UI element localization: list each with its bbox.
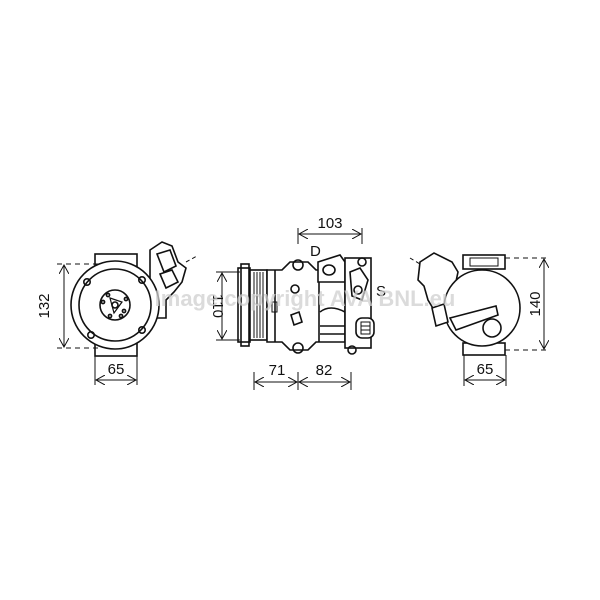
rear-view <box>409 252 521 356</box>
dim-rear-width: 65 <box>477 361 494 378</box>
front-dim-132 <box>57 263 100 349</box>
front-dim-65 <box>94 356 138 385</box>
dim-side-right: 82 <box>316 362 333 379</box>
dim-side-height: 110 <box>209 294 226 318</box>
dim-rear-height: 140 <box>527 291 544 316</box>
rear-dim-65 <box>463 355 507 386</box>
watermark: Image copyright AVA BNL.eu <box>155 286 456 311</box>
front-view <box>70 241 198 357</box>
port-label-suction: S <box>376 283 386 300</box>
side-dim-bottom <box>253 372 352 390</box>
rear-dim-140 <box>505 257 550 351</box>
dim-side-left: 71 <box>269 362 286 379</box>
port-label-discharge: D <box>310 243 321 260</box>
side-view <box>237 254 375 355</box>
dim-front-height: 132 <box>36 293 53 318</box>
dim-front-width: 65 <box>108 361 125 378</box>
side-dim-103 <box>297 228 363 244</box>
dim-side-top: 103 <box>317 215 342 232</box>
side-dim-110 <box>216 271 240 341</box>
